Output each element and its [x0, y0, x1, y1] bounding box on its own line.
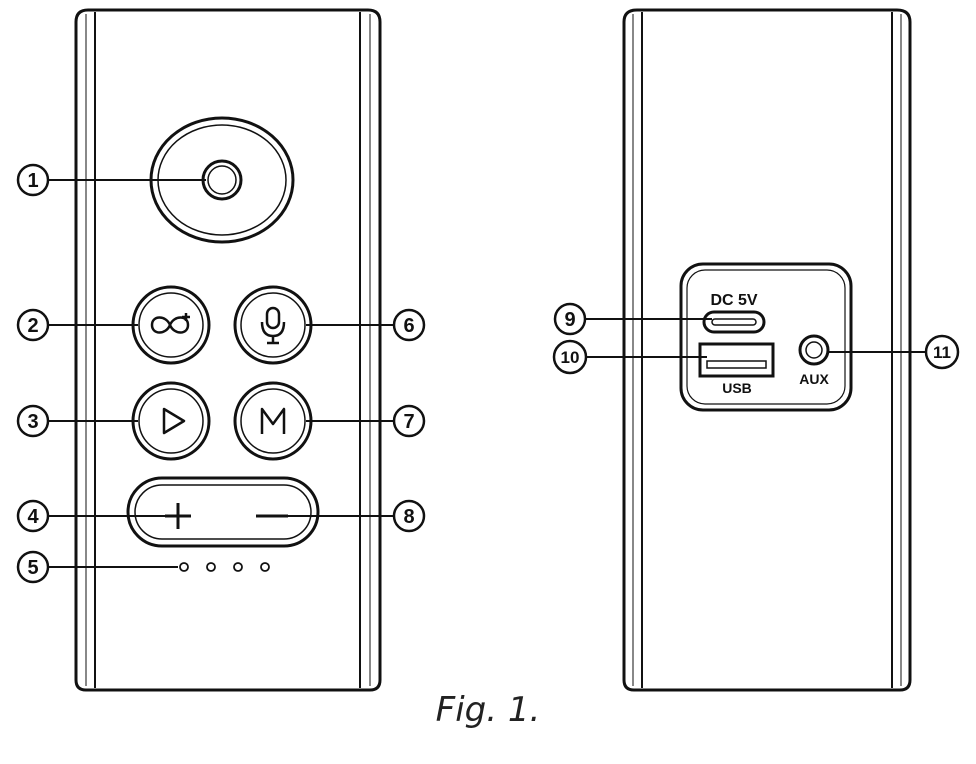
callout-6: 6	[392, 308, 426, 342]
volume-up-button[interactable]	[165, 503, 191, 529]
callout-10-label: 10	[561, 348, 580, 367]
m-letter-icon	[260, 407, 286, 434]
callout-2: 2	[16, 308, 50, 342]
usb-label: USB	[722, 380, 752, 396]
callout-11-label: 11	[933, 343, 951, 362]
infinity-plus-button[interactable]	[131, 285, 211, 365]
aux-label: AUX	[799, 371, 829, 387]
volume-bar	[126, 476, 320, 548]
callout-5: 5	[16, 550, 50, 584]
callout-4: 4	[16, 499, 50, 533]
usb-a-port[interactable]	[698, 342, 775, 378]
callout-3-label: 3	[27, 411, 38, 433]
callout-8-label: 8	[403, 506, 414, 528]
indicator-dots	[179, 562, 270, 572]
microphone-icon	[260, 306, 286, 345]
back-view: DC 5V USB AUX 9 10	[552, 8, 960, 692]
callout-9-label: 9	[564, 309, 575, 331]
callout-6-label: 6	[403, 315, 414, 337]
infinity-plus-icon	[150, 313, 190, 334]
mode-button[interactable]	[233, 381, 313, 461]
port-panel	[679, 262, 853, 412]
callout-5-label: 5	[27, 557, 38, 579]
callout-8: 8	[392, 499, 426, 533]
plus-icon	[165, 503, 191, 529]
front-view: 1 2 3 4 5 6 7 8	[16, 8, 426, 692]
callout-10: 10	[552, 339, 588, 375]
aux-port[interactable]	[798, 334, 830, 366]
callout-1-label: 1	[27, 170, 38, 192]
callout-7: 7	[392, 404, 426, 438]
play-button[interactable]	[131, 381, 211, 461]
usb-c-port[interactable]	[702, 310, 766, 334]
callout-3: 3	[16, 404, 50, 438]
play-icon	[162, 407, 186, 435]
callout-9: 9	[553, 302, 587, 336]
callout-4-label: 4	[27, 506, 39, 528]
figure-caption: Fig. 1.	[435, 690, 541, 730]
microphone-button[interactable]	[233, 285, 313, 365]
callout-11: 11	[924, 334, 960, 370]
callout-1: 1	[16, 163, 50, 197]
leader-lines-back	[586, 318, 926, 358]
callout-2-label: 2	[27, 315, 38, 337]
leader-lines-front	[48, 179, 394, 568]
dc-label: DC 5V	[710, 292, 757, 309]
callout-7-label: 7	[403, 411, 414, 433]
